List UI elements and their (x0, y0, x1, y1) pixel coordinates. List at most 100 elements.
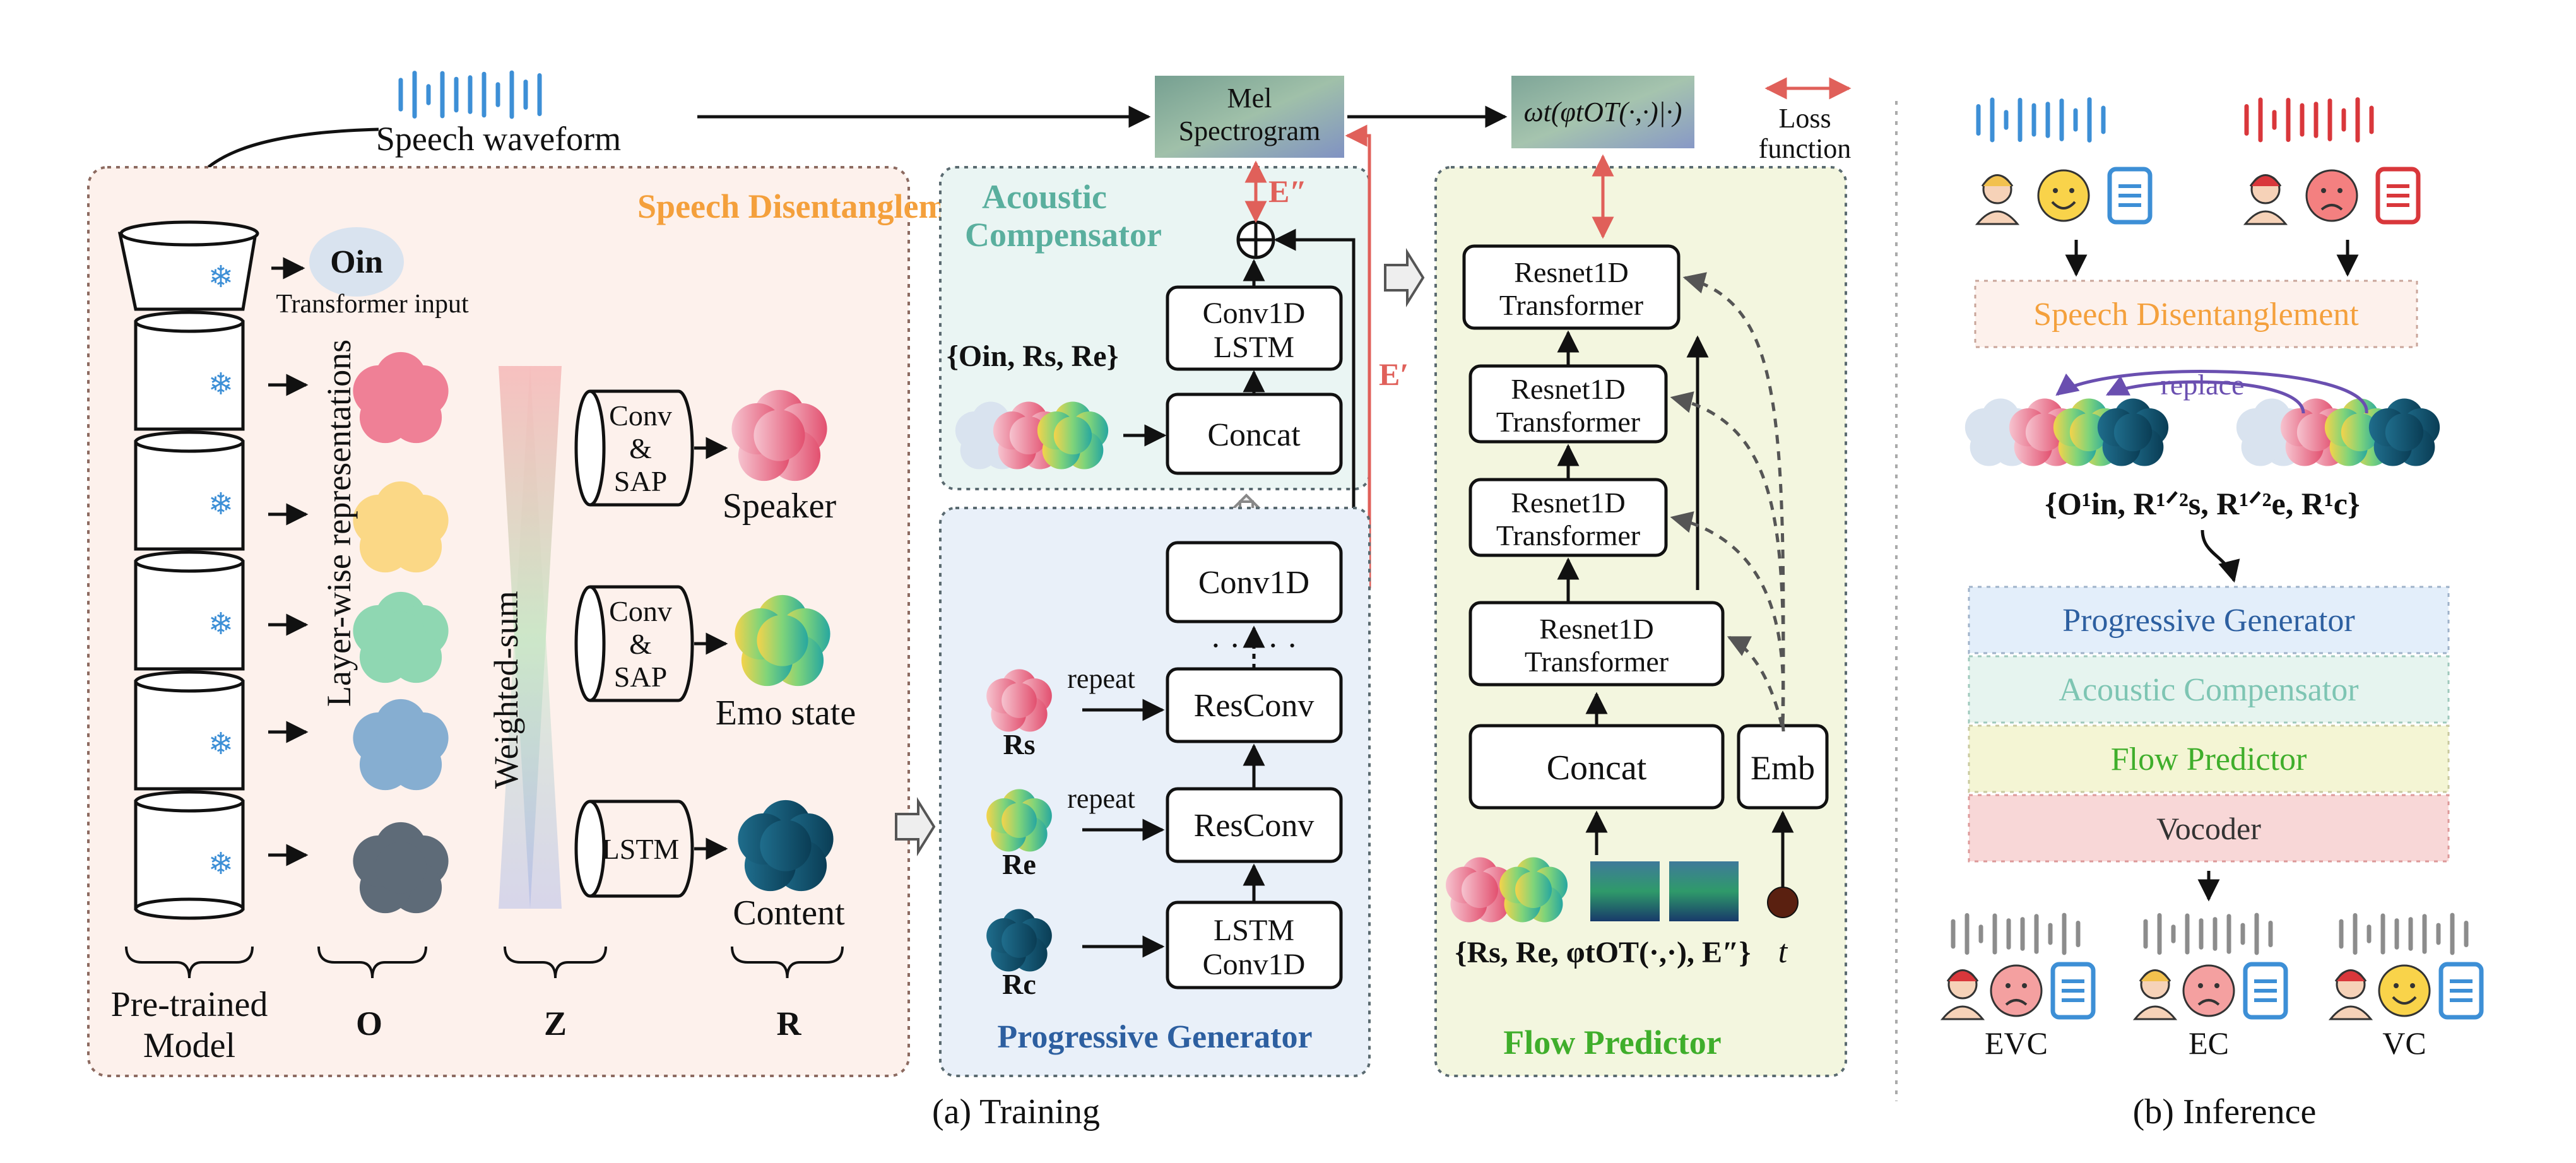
svg-text:Transformer: Transformer (1525, 646, 1669, 678)
svg-text:Z: Z (544, 1005, 567, 1042)
pg-conv1d-block: Conv1D (1166, 541, 1343, 623)
emo-label: Emo state (716, 694, 856, 733)
omega-target: ωt(φtOT(·,·)|·) (1511, 76, 1694, 148)
svg-text:ωt(φtOT(·,·)|·): ωt(φtOT(·,·)|·) (1524, 97, 1682, 127)
svg-text:Flow Predictor: Flow Predictor (2111, 741, 2307, 777)
timestep-dot (1767, 887, 1799, 918)
svg-text:Progressive Generator: Progressive Generator (997, 1019, 1312, 1055)
svg-text:Progressive Generator: Progressive Generator (2062, 603, 2355, 639)
svg-text:❄: ❄ (208, 259, 233, 295)
layerwise-label: Layer-wise representations (320, 339, 358, 707)
speaker-label: Speaker (723, 487, 837, 526)
svg-text:E″: E″ (1268, 174, 1307, 209)
svg-text:Acoustic Compensator: Acoustic Compensator (2059, 672, 2358, 708)
svg-text:Resnet1D: Resnet1D (1511, 373, 1625, 405)
svg-text:EVC: EVC (1985, 1025, 2048, 1061)
loss-function-legend: Loss function (1759, 77, 1852, 164)
inf-acoustic-compensator: Acoustic Compensator (1968, 655, 2450, 724)
svg-text:Weighted-sum: Weighted-sum (487, 591, 525, 789)
inference-caption: (b) Inference (2133, 1092, 2317, 1131)
svg-text:Transformer: Transformer (1496, 406, 1640, 438)
svg-text:ResConv: ResConv (1194, 688, 1315, 724)
inf-set-label: {O¹in, R¹ᐟ²s, R¹ᐟ²e, R¹c} (2045, 486, 2360, 521)
svg-text:Conv: Conv (609, 595, 672, 627)
svg-text:Compensator: Compensator (965, 216, 1162, 254)
svg-text:❄: ❄ (208, 726, 233, 762)
svg-text:❄: ❄ (208, 846, 233, 882)
resnet1d-transformer-blocks: Resnet1DTransformerResnet1DTransformerRe… (1462, 244, 1725, 687)
svg-text:Resnet1D: Resnet1D (1514, 256, 1628, 288)
svg-text:Speech Disentanglement: Speech Disentanglement (2033, 297, 2359, 333)
svg-text:Conv1D: Conv1D (1198, 565, 1309, 601)
panel-title: Speech Disentanglement (637, 187, 992, 225)
svg-text:Resnet1D: Resnet1D (1539, 613, 1653, 645)
flow-concat-block: Concat (1468, 724, 1725, 810)
svg-text:Resnet1D: Resnet1D (1511, 487, 1625, 519)
conv-sap-speaker-block: Conv&SAP (574, 389, 728, 860)
svg-text:Pre-trained: Pre-trained (111, 985, 268, 1024)
svg-text:Transformer: Transformer (1496, 519, 1640, 552)
svg-text:replace: replace (2161, 369, 2245, 401)
training-caption: (a) Training (932, 1092, 1100, 1131)
conv-sap-emo-block: Conv&SAP (574, 585, 694, 702)
svg-text:❄: ❄ (208, 606, 233, 642)
svg-text:SAP: SAP (614, 465, 667, 497)
content-blob (738, 800, 834, 892)
svg-text:Vocoder: Vocoder (2156, 811, 2261, 846)
braces (125, 946, 844, 979)
speaker-blob (731, 389, 827, 481)
svg-text:Transformer input: Transformer input (276, 290, 469, 319)
svg-text:Transformer: Transformer (1499, 289, 1643, 321)
resconv-block-1: ResConv (1166, 667, 1343, 743)
svg-text:VC: VC (2382, 1025, 2426, 1061)
waveform-icon (398, 70, 542, 119)
svg-text:❄: ❄ (208, 367, 233, 402)
svg-text:Rc: Rc (1002, 968, 1036, 1000)
svg-text:Mel: Mel (1227, 83, 1272, 114)
svg-text:Concat: Concat (1207, 417, 1301, 453)
emo-blob (735, 594, 830, 687)
inf-flow-predictor: Flow Predictor (1968, 724, 2450, 793)
svg-text:E′: E′ (1379, 357, 1409, 392)
pretrained-model-stack: ❄ ❄ ❄ ❄ ❄ ❄ (117, 220, 259, 920)
mel-spectrogram: Mel Spectrogram (1155, 76, 1344, 158)
svg-text:t: t (1778, 934, 1788, 970)
svg-text:Conv1D: Conv1D (1203, 297, 1306, 330)
svg-text:LSTM: LSTM (1214, 331, 1294, 364)
svg-text:Conv1D: Conv1D (1203, 948, 1306, 981)
acoustic-set-label: {Oin, Rs, Re} (947, 339, 1119, 373)
emb-block: Emb (1737, 724, 1829, 810)
pg-input-blobs (986, 669, 1052, 972)
inf-vocoder: Vocoder (1968, 794, 2450, 863)
acoustic-input-blobs (955, 401, 1109, 469)
resconv-block-2: ResConv (1166, 787, 1343, 863)
svg-text:LSTM: LSTM (602, 833, 680, 865)
svg-text:ResConv: ResConv (1194, 808, 1315, 844)
svg-text:SAP: SAP (614, 661, 667, 693)
svg-text:Flow Predictor: Flow Predictor (1503, 1024, 1721, 1061)
svg-text:{Rs, Re, φtOT(·,·), E″}: {Rs, Re, φtOT(·,·), E″} (1455, 936, 1751, 969)
inf-speech-disentanglement: Speech Disentanglement (1974, 280, 2418, 348)
lstm-content-block: LSTM (574, 800, 694, 898)
layer-representations (268, 351, 449, 914)
svg-text:function: function (1759, 133, 1852, 164)
svg-text:Spectrogram: Spectrogram (1179, 115, 1321, 146)
weighted-sum: Weighted-sum (487, 366, 562, 909)
inference-replace-blobs (1964, 398, 2440, 466)
inf-progressive-generator: Progressive Generator (1968, 586, 2450, 654)
svg-text:Acoustic: Acoustic (982, 178, 1107, 216)
svg-text:O: O (356, 1005, 382, 1042)
svg-text:Loss: Loss (1778, 103, 1831, 134)
svg-text:Concat: Concat (1547, 748, 1647, 788)
svg-text:&: & (629, 628, 652, 660)
conv1d-lstm-block: Conv1D LSTM (1166, 285, 1343, 371)
svg-text:EC: EC (2189, 1025, 2229, 1061)
svg-text:Rs: Rs (1003, 728, 1035, 760)
svg-text:&: & (629, 432, 652, 464)
acoustic-concat-block: Concat (1166, 393, 1343, 475)
svg-text:Re: Re (1002, 848, 1036, 880)
svg-text:❄: ❄ (208, 487, 233, 522)
svg-text:R: R (777, 1005, 802, 1042)
lstm-conv1d-block: LSTM Conv1D (1166, 900, 1343, 989)
